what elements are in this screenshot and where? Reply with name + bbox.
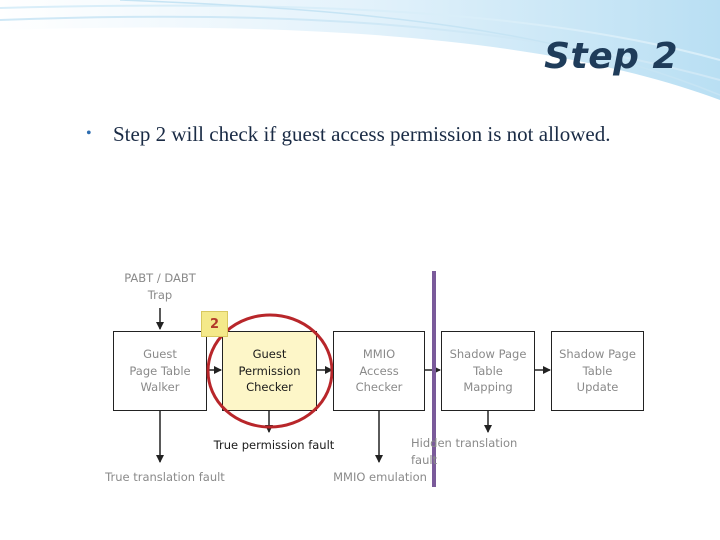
bullet-list-item: • Step 2 will check if guest access perm… [86, 120, 686, 148]
shadow-page-table-update-box: Shadow Page Table Update [551, 331, 644, 411]
header-wave-decoration [0, 0, 720, 100]
true-translation-fault-label: True translation fault [105, 470, 225, 484]
trap-label: PABT / DABT Trap [124, 271, 196, 302]
step-number-badge: 2 [201, 311, 228, 337]
bullet-dot-icon: • [86, 125, 92, 142]
guest-page-table-walker-box: Guest Page Table Walker [113, 331, 207, 411]
mmio-emulation-label: MMIO emulation [333, 470, 427, 484]
hidden-translation-fault-label: Hidden translation fault [411, 436, 518, 467]
bullet-text: Step 2 will check if guest access permis… [113, 122, 611, 146]
guest-permission-checker-box: Guest Permission Checker [222, 331, 317, 411]
mmio-access-checker-box: MMIO Access Checker [333, 331, 425, 411]
shadow-page-table-mapping-box: Shadow Page Table Mapping [441, 331, 535, 411]
slide-title: Step 2 [544, 36, 678, 77]
true-permission-fault-label: True permission fault [213, 438, 335, 452]
highlight-ring [206, 313, 334, 429]
